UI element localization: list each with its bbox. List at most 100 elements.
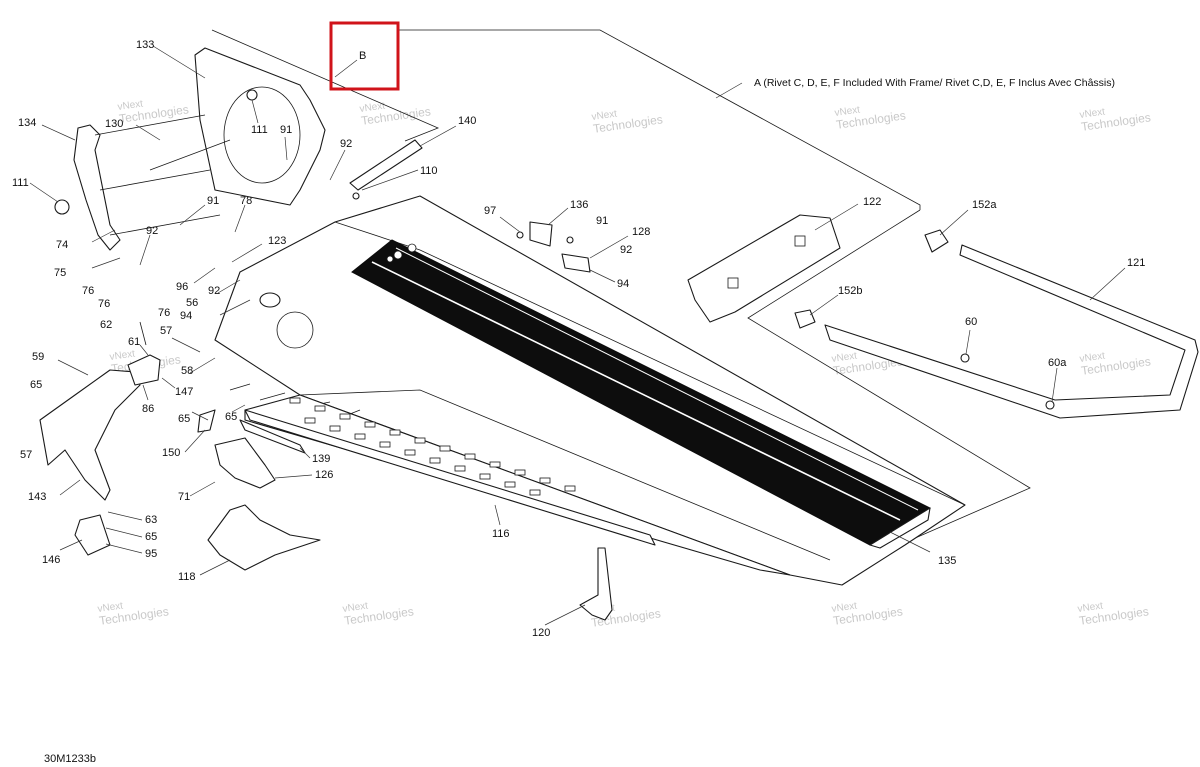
part-number-label: 57: [20, 449, 32, 461]
leader-line: [59, 539, 83, 551]
part-number-label: 60: [965, 316, 977, 328]
part-number-label: 150: [162, 447, 180, 459]
leader-line: [494, 504, 501, 526]
detail-a-frame-line: [747, 209, 1031, 563]
cleat-hole: [354, 433, 366, 440]
cleat-hole: [514, 469, 526, 476]
cleat-hole: [414, 437, 426, 444]
part-number-label: 118: [178, 571, 196, 583]
leader-line: [184, 429, 206, 453]
part-140-bracket: [349, 139, 423, 191]
leader-line: [217, 279, 241, 294]
leader-line: [231, 243, 263, 263]
cleat-hole: [304, 417, 316, 424]
leader-line: [889, 531, 931, 553]
part-number-label: 58: [181, 365, 193, 377]
part-146-bracket: [74, 514, 111, 556]
exchanger-highlight: [371, 261, 901, 521]
part-number-label: 94: [617, 278, 629, 290]
part-122-bracket: [687, 214, 841, 323]
part-number-label: 76: [98, 298, 110, 310]
part-number-label: 71: [178, 491, 190, 503]
part-number-label: 91: [596, 215, 608, 227]
part-number-label: 75: [54, 267, 66, 279]
part-number-label: 133: [136, 39, 154, 51]
leader-line: [234, 204, 246, 233]
rivet: [386, 255, 394, 263]
detail-b-frame-line: [211, 29, 440, 142]
leader-line: [41, 124, 76, 141]
footrest-holes: [289, 397, 576, 496]
callout-frames: [211, 21, 1031, 563]
leader-line: [59, 479, 81, 496]
leader-line: [715, 82, 743, 99]
leader-line: [199, 559, 231, 576]
leader-line: [274, 474, 313, 479]
part-number-label: 65: [30, 379, 42, 391]
part-116-strip: [244, 409, 656, 546]
leader-line: [105, 543, 143, 554]
leader-line: [139, 344, 149, 356]
part-62-pin: [139, 321, 147, 346]
leader-line: [107, 511, 143, 521]
cleat-hole: [439, 445, 451, 452]
cleat-hole: [404, 449, 416, 456]
svg-text:vNext: vNext: [1079, 106, 1106, 120]
part-number-label: 65: [225, 411, 237, 423]
part-number-label: 147: [175, 386, 193, 398]
leader-line: [589, 269, 616, 283]
bulkhead-opening: [223, 86, 301, 184]
part-number-label: 78: [240, 195, 252, 207]
part-number-label: 92: [620, 244, 632, 256]
leader-line: [329, 149, 346, 181]
part-number-label: 76: [158, 307, 170, 319]
part-number-label: 62: [100, 319, 112, 331]
part-number-label: 152b: [838, 285, 862, 297]
leader-line: [231, 404, 246, 413]
tunnel-top-edge: [334, 221, 966, 506]
part-labels: 133 130 134 111 111 91 92 140 110 97 136…: [12, 39, 1145, 639]
part-111-bolt: [246, 89, 258, 101]
part-152b-clip: [794, 309, 816, 329]
cleat-hole: [564, 485, 576, 492]
part-152a-clip: [924, 229, 949, 253]
part-number-label: 97: [484, 205, 496, 217]
part-number-label: 126: [315, 469, 333, 481]
cleat-hole: [364, 421, 376, 428]
leader-line: [171, 337, 201, 353]
leader-line: [219, 299, 251, 316]
part-number-label: 96: [176, 281, 188, 293]
svg-text:vNext: vNext: [831, 350, 858, 364]
part-91-screw: [566, 236, 574, 244]
part-number-label: 146: [42, 554, 60, 566]
leader-line: [161, 377, 176, 389]
leader-line: [284, 136, 288, 161]
svg-text:vNext: vNext: [831, 600, 858, 614]
leader-line: [589, 235, 629, 259]
leader-line: [809, 294, 839, 316]
part-121-bumper: [824, 244, 1199, 419]
part-number-label: 111: [12, 177, 29, 189]
cleat-hole: [329, 425, 341, 432]
leader-line: [191, 411, 209, 421]
leader-line: [29, 182, 59, 203]
leader-line: [361, 169, 419, 191]
leader-line: [499, 216, 521, 233]
leader-line: [251, 99, 259, 124]
tunnel-lower-edge: [299, 389, 831, 561]
leader-line: [142, 384, 149, 401]
exchanger-highlight: [395, 247, 919, 511]
part-number-label: 110: [420, 165, 438, 177]
suspension-mount: [259, 292, 281, 308]
leader-line: [193, 267, 216, 284]
part-number-label: 140: [458, 115, 476, 127]
part-number-label: 152a: [972, 199, 997, 211]
detail-b-highlight-box: [329, 21, 400, 91]
leader-line: [814, 203, 859, 231]
rivet: [393, 250, 403, 260]
left-parts: [39, 321, 613, 621]
